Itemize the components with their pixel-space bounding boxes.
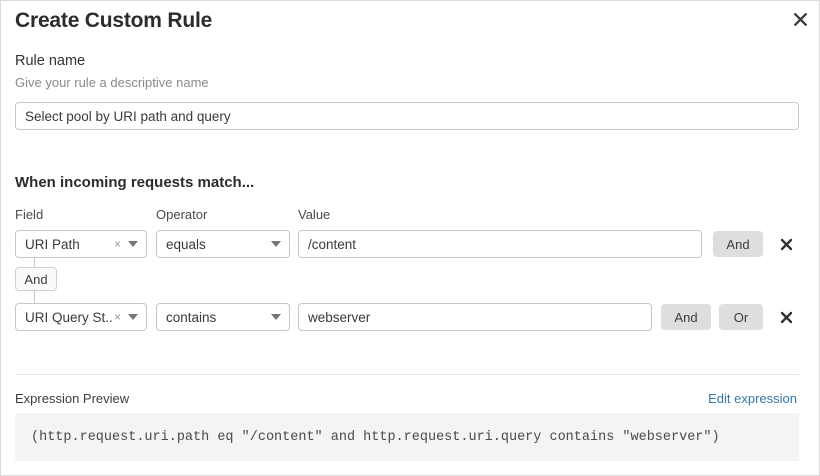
- column-header-value: Value: [298, 207, 331, 222]
- or-button-2[interactable]: Or: [719, 304, 763, 330]
- connector-and-chip[interactable]: And: [15, 267, 57, 291]
- remove-condition-button-2[interactable]: [774, 304, 798, 330]
- field-select-1[interactable]: URI Path ×: [15, 230, 147, 258]
- operator-select-2-value: contains: [166, 309, 217, 325]
- chevron-down-icon[interactable]: [128, 314, 138, 320]
- condition-row: URI Query St... × contains And Or: [1, 303, 819, 331]
- conditions-heading: When incoming requests match...: [15, 174, 255, 191]
- operator-select-2[interactable]: contains: [156, 303, 290, 331]
- clear-icon[interactable]: ×: [113, 237, 121, 251]
- value-input-2[interactable]: [298, 303, 652, 331]
- rule-name-input[interactable]: [15, 102, 799, 130]
- close-icon: [793, 12, 808, 27]
- close-icon: [780, 238, 793, 251]
- rule-name-help-text: Give your rule a descriptive name: [15, 75, 209, 90]
- remove-condition-button-1[interactable]: [774, 231, 798, 257]
- close-button[interactable]: [787, 6, 813, 32]
- expression-preview-label: Expression Preview: [15, 391, 130, 406]
- field-select-2-value: URI Query St...: [25, 309, 114, 325]
- rule-name-label: Rule name: [15, 53, 86, 69]
- chevron-down-icon[interactable]: [271, 314, 281, 320]
- condition-connector: And: [15, 258, 71, 303]
- section-divider: [15, 374, 799, 375]
- close-icon: [780, 311, 793, 324]
- edit-expression-link[interactable]: Edit expression: [708, 391, 797, 406]
- dialog-header: Create Custom Rule: [1, 1, 819, 45]
- and-button-1[interactable]: And: [713, 231, 763, 257]
- field-select-2[interactable]: URI Query St... ×: [15, 303, 147, 331]
- field-select-1-value: URI Path: [25, 236, 80, 252]
- operator-select-1[interactable]: equals: [156, 230, 290, 258]
- page-title: Create Custom Rule: [15, 9, 213, 32]
- chevron-down-icon[interactable]: [128, 241, 138, 247]
- and-button-2[interactable]: And: [661, 304, 711, 330]
- column-header-field: Field: [15, 207, 44, 222]
- column-header-operator: Operator: [156, 207, 208, 222]
- operator-select-1-value: equals: [166, 236, 206, 252]
- condition-row: URI Path × equals And: [1, 230, 819, 258]
- value-input-1[interactable]: [298, 230, 702, 258]
- clear-icon[interactable]: ×: [113, 310, 121, 324]
- chevron-down-icon[interactable]: [271, 241, 281, 247]
- expression-preview-code: (http.request.uri.path eq "/content" and…: [15, 413, 799, 461]
